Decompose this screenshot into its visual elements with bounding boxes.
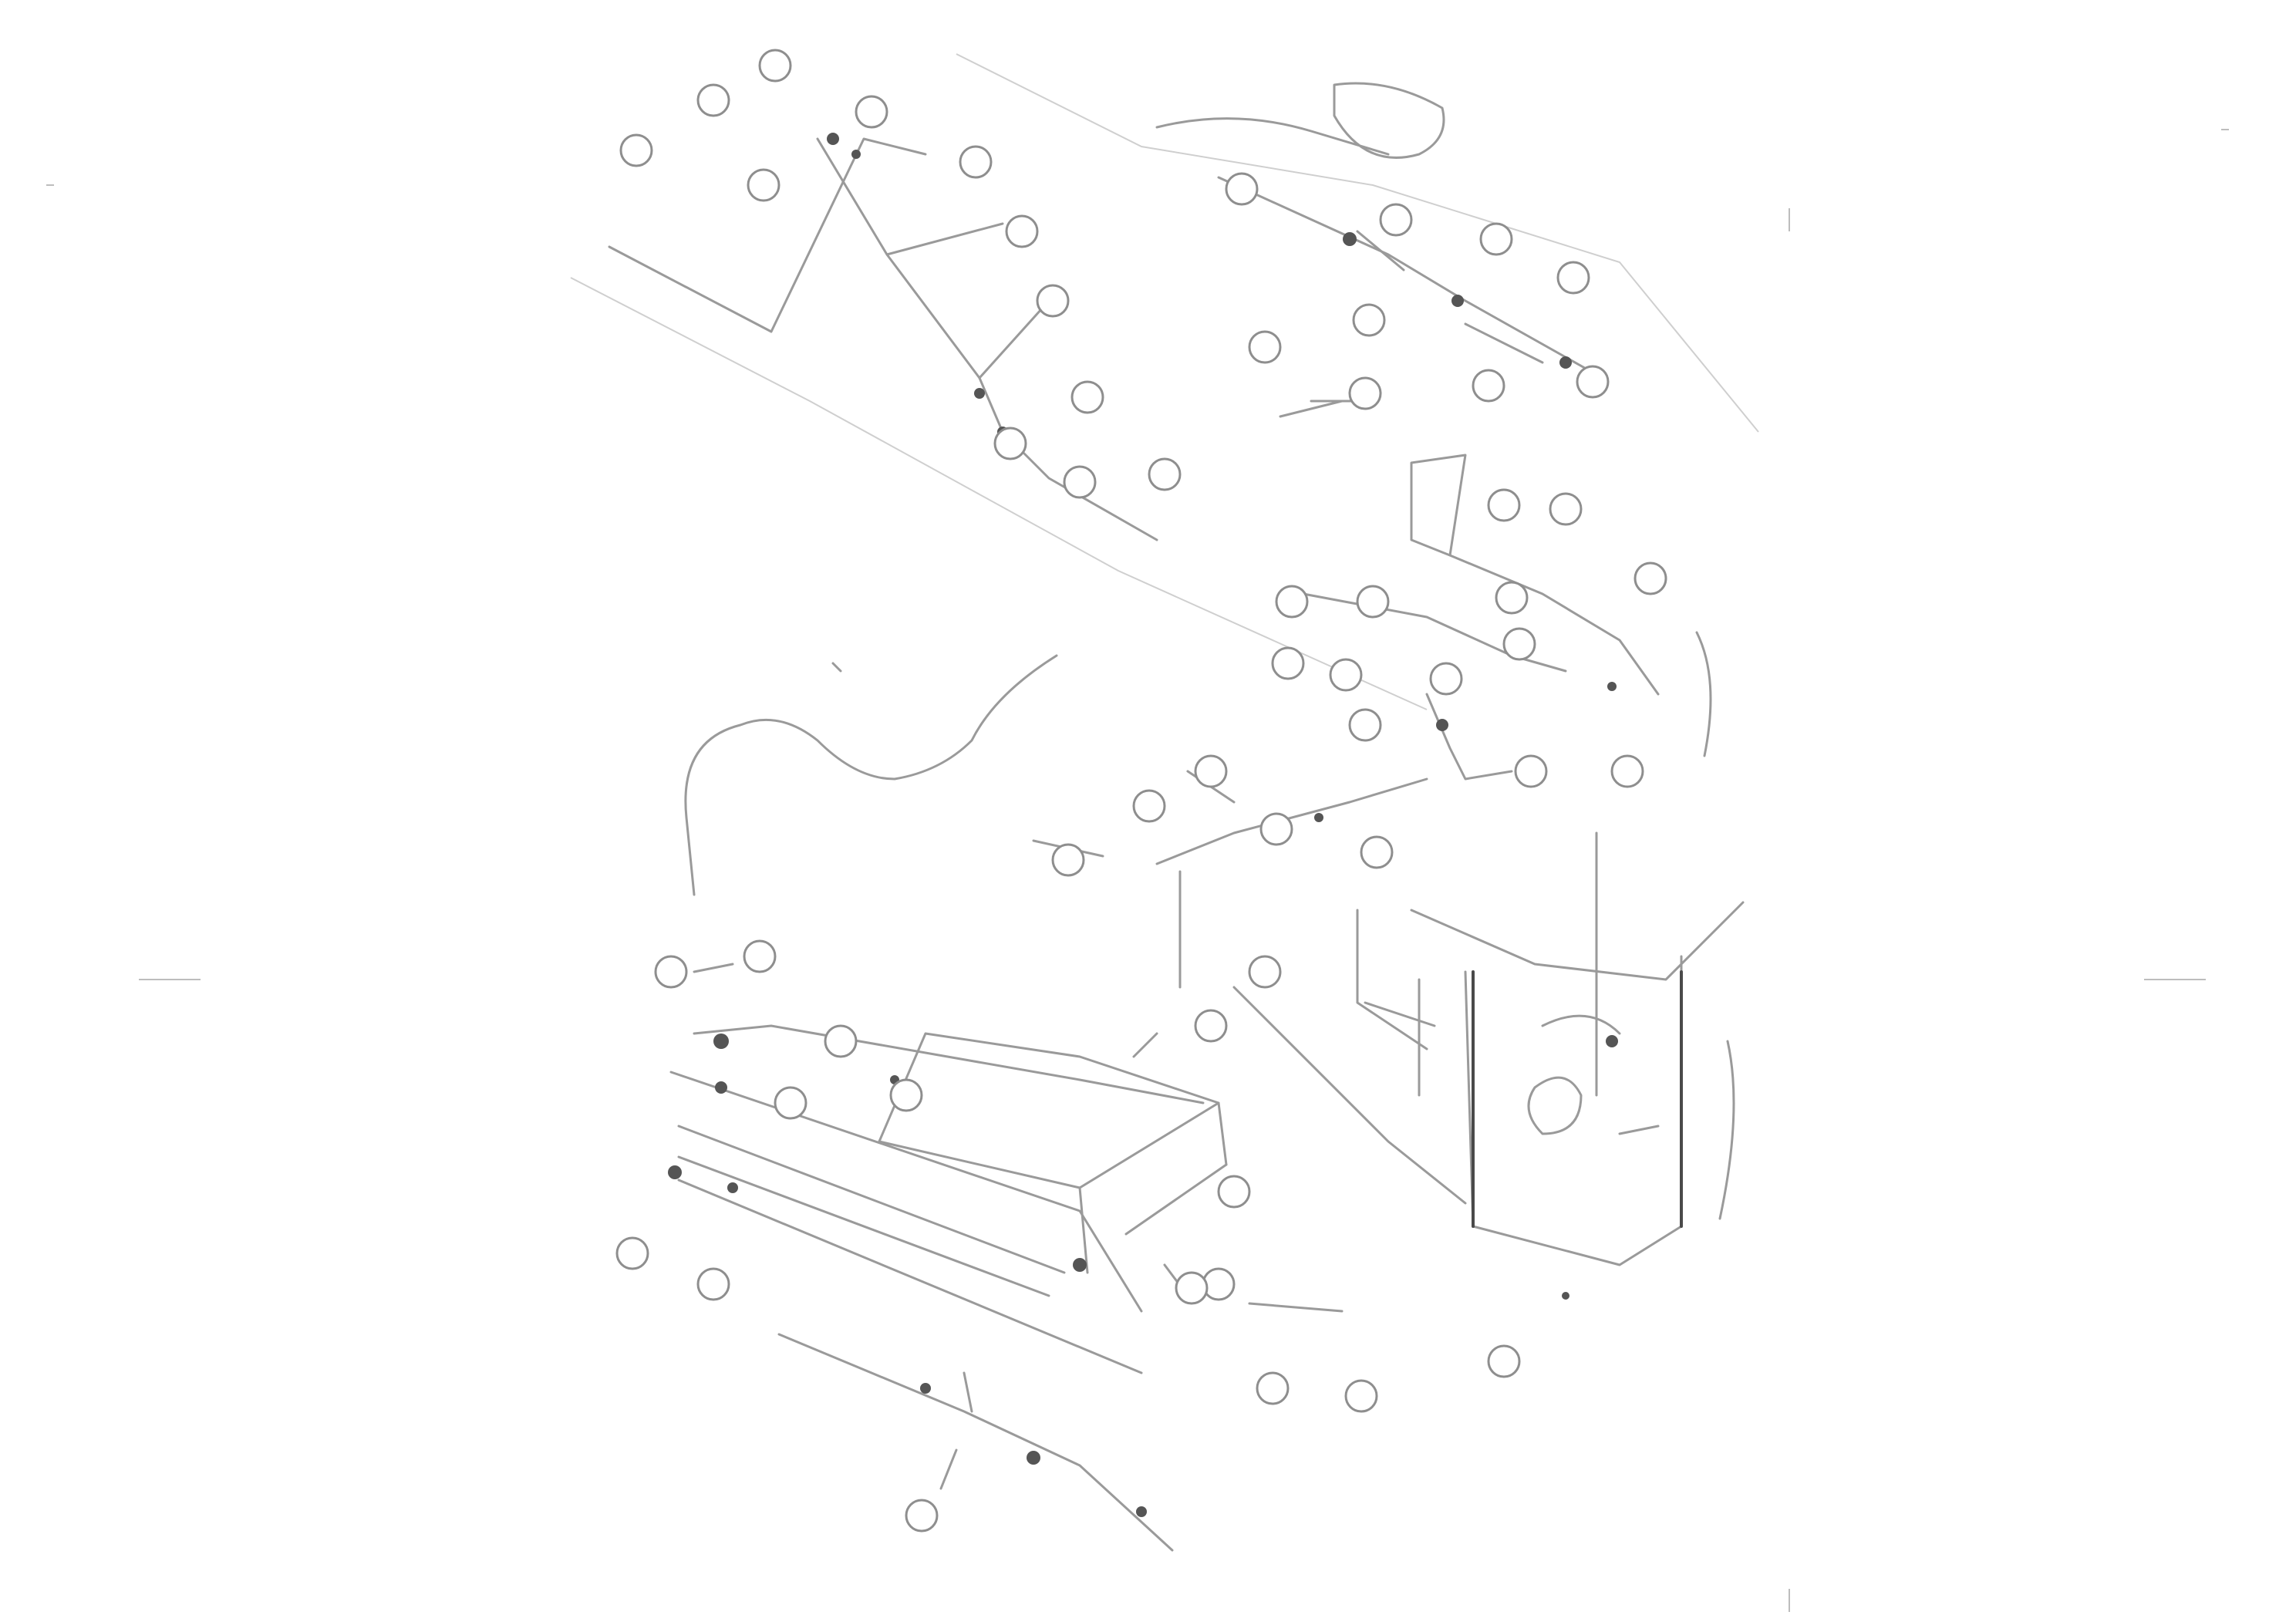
callout-balloon	[1633, 561, 1667, 595]
callout-balloon	[1472, 369, 1505, 403]
callout-balloon	[1259, 812, 1293, 846]
callout-balloon	[1549, 492, 1583, 526]
registration-marks	[46, 129, 2229, 1612]
bottom-bar	[777, 1263, 1344, 1552]
upper-harness	[570, 53, 1759, 710]
callout-balloon	[1132, 789, 1166, 823]
callout-balloon	[774, 1086, 807, 1120]
callout-balloon	[959, 145, 993, 179]
cable-loop	[684, 654, 1058, 896]
callout-balloon	[1502, 627, 1536, 661]
callout-balloon	[1175, 1271, 1209, 1305]
callout-balloons	[615, 49, 1667, 1533]
mid-harness	[1032, 400, 1660, 989]
callout-balloon	[1070, 380, 1104, 414]
callout-balloon	[905, 1499, 939, 1533]
callout-balloon	[654, 955, 688, 989]
callout-balloon	[1429, 662, 1463, 696]
callout-balloon	[747, 168, 781, 202]
callout-balloon	[1248, 330, 1282, 364]
callout-balloon	[889, 1078, 923, 1112]
callout-balloon	[1248, 955, 1282, 989]
callout-balloon	[615, 1236, 649, 1270]
callout-balloon	[1225, 172, 1259, 206]
callout-balloon	[1379, 203, 1413, 237]
callout-balloon	[1329, 658, 1363, 692]
callout-balloon	[758, 49, 792, 83]
tray	[669, 963, 1228, 1374]
callout-balloon	[1556, 261, 1590, 295]
callout-balloon	[1275, 585, 1309, 619]
callout-balloon	[696, 83, 730, 117]
callout-balloon	[1036, 284, 1070, 318]
callout-balloon	[1051, 843, 1085, 877]
callout-balloon	[1352, 303, 1386, 337]
callout-balloon	[1348, 376, 1382, 410]
callout-balloon	[1202, 1267, 1236, 1301]
callout-balloon	[1344, 1379, 1378, 1413]
callout-balloon	[1063, 465, 1097, 499]
housing	[1232, 631, 1745, 1266]
callout-balloon	[855, 95, 888, 129]
callout-balloon	[1271, 646, 1305, 680]
callout-balloon	[824, 1024, 858, 1058]
fastener-dots	[668, 133, 1618, 1517]
callout-balloon	[1148, 457, 1182, 491]
callout-balloon	[1194, 1009, 1228, 1043]
callout-balloon	[1256, 1371, 1290, 1405]
callout-balloon	[993, 427, 1027, 460]
callout-balloon	[743, 939, 777, 973]
callout-balloon	[1576, 365, 1610, 399]
callout-balloon	[1487, 488, 1521, 522]
callout-balloon	[1479, 222, 1513, 256]
callout-balloon	[1610, 754, 1644, 788]
callout-balloon	[696, 1267, 730, 1301]
callout-balloon	[1495, 581, 1529, 615]
callout-balloon	[619, 133, 653, 167]
callout-balloon	[1217, 1175, 1251, 1209]
callout-balloon	[1360, 835, 1394, 869]
callout-balloon	[1514, 754, 1548, 788]
callout-balloon	[1005, 214, 1039, 248]
callout-balloon	[1356, 585, 1390, 619]
callout-balloon	[1348, 708, 1382, 742]
callout-balloon	[1487, 1344, 1521, 1378]
callout-balloon	[1194, 754, 1228, 788]
